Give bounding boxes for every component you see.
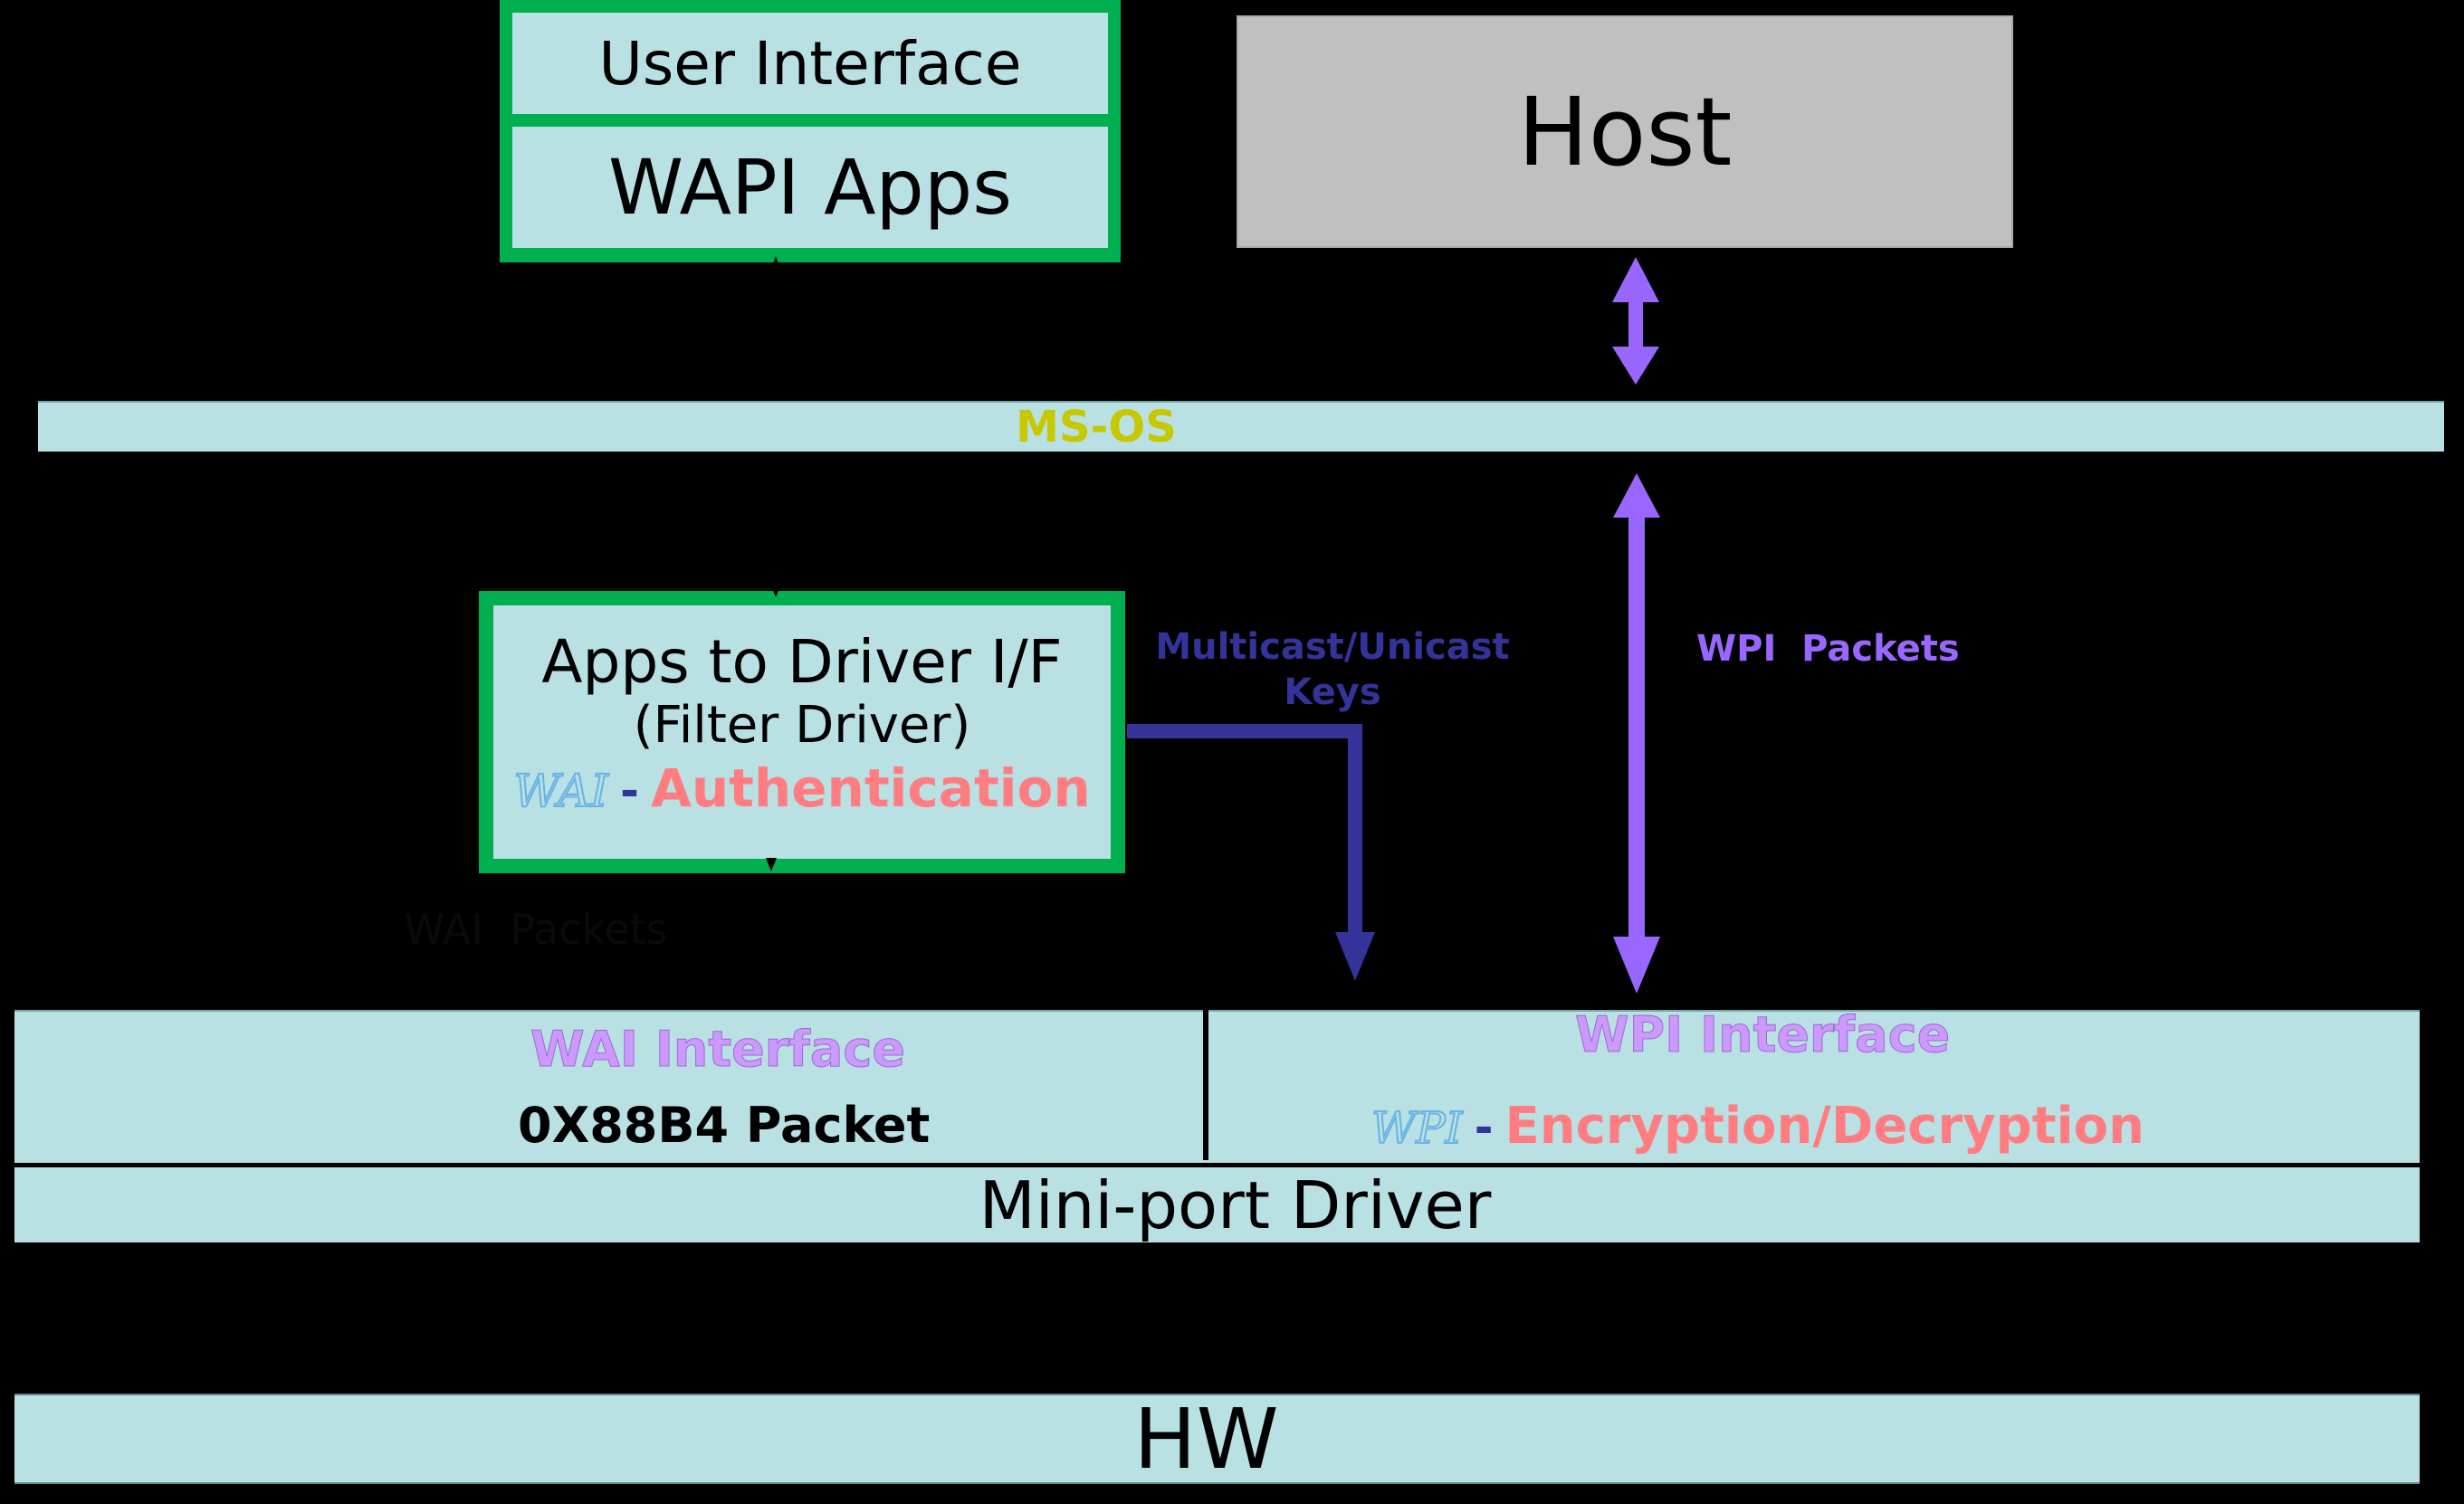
filter-driver-subtitle: (Filter Driver) (633, 696, 971, 755)
encryption-decryption-label: Encryption/Decryption (1504, 1097, 2144, 1156)
hw-label: HW (1133, 1390, 1279, 1488)
keys-label-line2: Keys (1284, 671, 1381, 713)
wai-interface-title: WAI Interface (530, 1021, 906, 1079)
authentication-label: Authentication (651, 757, 1091, 819)
wpi-interface-title: WPI Interface (1574, 1006, 1951, 1064)
hidden-connectors (766, 256, 781, 871)
user-interface-box: User Interface (512, 13, 1108, 114)
wpi-packets-arrow (1613, 473, 1660, 994)
wpi-function-line: WPI - Encryption/Decryption (1370, 1097, 2144, 1156)
wai-interface-section: WAI Interface 0X88B4 Packet (14, 1010, 1203, 1163)
wai-packet-type: 0X88B4 Packet (518, 1097, 931, 1154)
miniport-driver-label: Mini-port Driver (979, 1166, 1492, 1243)
keys-arrow (1127, 724, 1375, 981)
msos-bar: MS-OS (38, 401, 2444, 452)
host-box: Host (1237, 15, 2013, 248)
keys-label-line1: Multicast/Unicast (1155, 626, 1510, 668)
wpi-packets-label: WPI Packets (1696, 628, 1960, 670)
interface-row (14, 1010, 2420, 1163)
hw-bar: HW (14, 1391, 2420, 1488)
wapi-apps-box: WAPI Apps (512, 127, 1108, 248)
user-interface-label: User Interface (598, 28, 1022, 99)
wpi-dash: - (1474, 1101, 1494, 1154)
filter-driver-function-line: WAI - Authentication (493, 756, 1111, 834)
miniport-driver-bar: Mini-port Driver (14, 1166, 2420, 1243)
wai-tag: WAI (512, 764, 609, 818)
filter-driver-box: Apps to Driver I/F (Filter Driver) WAI -… (493, 605, 1111, 859)
host-label: Host (1517, 76, 1733, 187)
wpi-tag: WPI (1370, 1102, 1464, 1155)
wai-dash: - (620, 765, 639, 817)
wai-packets-label: WAI Packets (404, 905, 668, 954)
keys-label: Multicast/Unicast Keys (1142, 624, 1523, 715)
wpi-interface-section: WPI Interface WPI - Encryption/Decryptio… (1208, 1006, 2420, 1163)
wapi-apps-label: WAPI Apps (608, 143, 1012, 232)
interface-divider (1203, 1010, 1208, 1160)
host-msos-arrow (1612, 257, 1659, 385)
msos-label: MS-OS (1016, 402, 1177, 452)
filter-driver-title: Apps to Driver I/F (541, 627, 1063, 697)
